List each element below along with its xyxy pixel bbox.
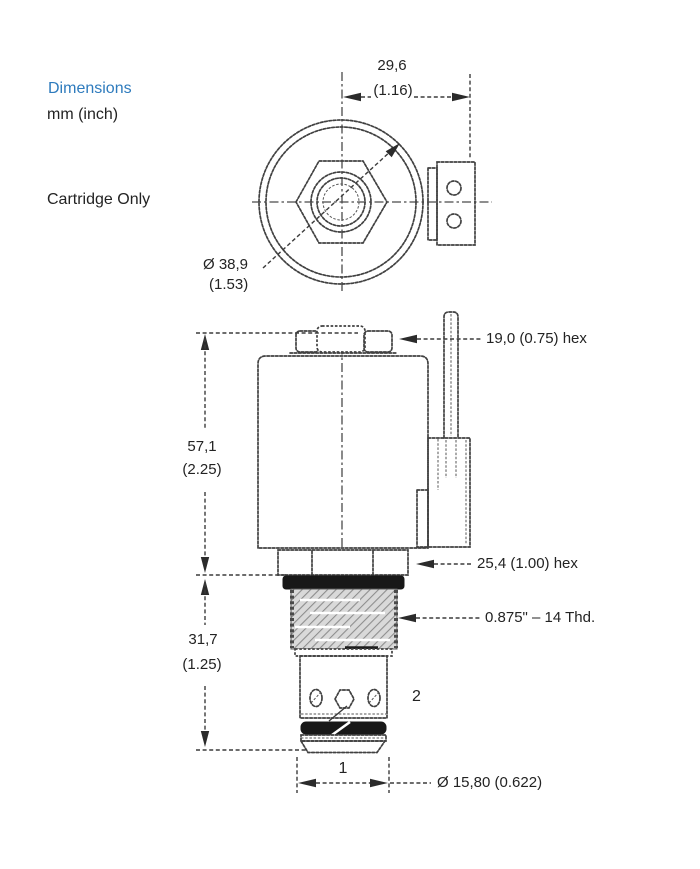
- width-dim-inch: (1.16): [373, 82, 413, 99]
- port-2-label: 2: [412, 688, 421, 705]
- port-hole-left-slash: [310, 691, 322, 704]
- width-dim-mm: 29,6: [377, 57, 407, 74]
- leader-arrow: [399, 334, 417, 344]
- thread-major-circle: [310, 171, 372, 233]
- thread-undercut: [294, 648, 393, 657]
- port-hole-right: [367, 688, 381, 708]
- diameter-leader-38-9: [262, 143, 400, 269]
- port-hole-right-slash: [368, 691, 380, 704]
- cartridge-only-label: Cartridge Only: [47, 191, 151, 208]
- hex-outline: [277, 549, 409, 576]
- connector-block: [416, 437, 471, 548]
- arrow-57-bottom: [200, 557, 210, 573]
- bracket-body: [436, 161, 476, 246]
- nose-section: [299, 705, 387, 754]
- nut-right-face: [363, 330, 393, 353]
- tube-nut-19-hex: [289, 325, 397, 354]
- dim-arrow-right: [370, 778, 388, 788]
- upper-seal-band: [282, 575, 405, 590]
- leader-thread: [398, 613, 481, 623]
- upper-height-mm: 57,1: [187, 438, 217, 455]
- units-label: mm (inch): [47, 106, 119, 123]
- coil-diameter-inch: (1.53): [209, 276, 249, 293]
- hex-face-lines: [311, 550, 374, 576]
- width-dimension-29-6: [343, 74, 471, 158]
- leader-19-hex: [399, 334, 481, 344]
- coil-outer-circle: [258, 119, 424, 285]
- thread-section: [290, 588, 398, 650]
- leader-line: [262, 149, 393, 269]
- height-dimensions: [196, 332, 358, 751]
- top-view: [252, 72, 492, 293]
- port-hole-left: [309, 688, 323, 708]
- lower-height-mm: 31,7: [188, 631, 218, 648]
- dim-arrow-right: [452, 92, 470, 102]
- leader-25-hex: [416, 559, 473, 569]
- dim-arrow-left: [343, 92, 361, 102]
- leader-arrow: [385, 143, 400, 158]
- terminal-hole-upper: [446, 180, 462, 196]
- nose-diameter-label: Ø 15,80 (0.622): [437, 774, 543, 791]
- arrow-31-bottom: [200, 731, 210, 747]
- port-hole-center: [334, 689, 355, 709]
- wire-into-connector: [445, 440, 457, 478]
- tube-hex-label: 19,0 (0.75) hex: [486, 330, 587, 347]
- body-hex-label: 25,4 (1.00) hex: [477, 555, 578, 572]
- coil-inner-rim-circle: [265, 126, 417, 278]
- leader-arrow: [416, 559, 434, 569]
- upper-height-inch: (2.25): [182, 461, 222, 478]
- thread-minor-circle: [316, 177, 366, 227]
- nose-chamfer: [299, 740, 387, 754]
- lower-height-inch: (1.25): [182, 656, 222, 673]
- dimensions-title: Dimensions: [48, 80, 132, 97]
- wire-outline: [443, 311, 459, 439]
- port-1-label: 1: [338, 760, 348, 777]
- seal-mark: [328, 705, 348, 722]
- dim-arrow-left: [298, 778, 316, 788]
- body-outline: [299, 655, 388, 719]
- nut-left-face: [295, 330, 320, 353]
- cartridge-body: [299, 655, 388, 719]
- leader-arrow: [398, 613, 416, 623]
- thread-label: 0.875" – 14 Thd.: [485, 609, 596, 626]
- o-ring-highlight-slash: [331, 720, 351, 737]
- nose-diameter-dimension: [296, 757, 431, 793]
- coil-diameter-mm: Ø 38,9: [203, 256, 249, 273]
- connector-step: [416, 489, 429, 548]
- hex-nut-top-view: [295, 160, 388, 244]
- thread-streaks: [295, 598, 390, 642]
- terminal-wire: [443, 311, 459, 439]
- bracket-tab: [427, 167, 438, 241]
- nut-center-face: [316, 325, 366, 353]
- coil-body-outline: [257, 355, 429, 549]
- bore-circle: [322, 183, 360, 221]
- connector-body: [427, 437, 471, 548]
- terminal-hole-lower: [446, 213, 462, 229]
- side-view: [196, 311, 481, 793]
- body-nut-25-hex: [277, 549, 409, 576]
- terminal-bracket-top-view: [427, 161, 476, 246]
